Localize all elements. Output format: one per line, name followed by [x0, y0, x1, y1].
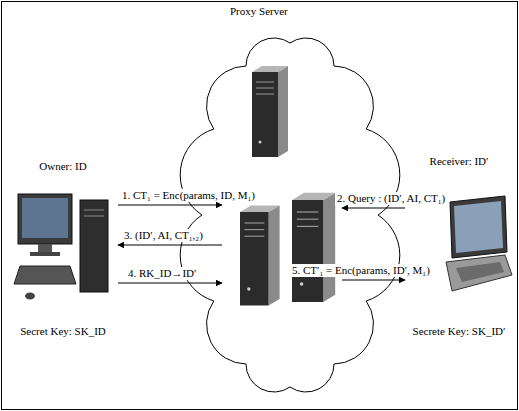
message-arrow — [118, 282, 222, 283]
laptop-computer — [446, 196, 512, 291]
client-node: Owner: ID Secret Key: SK_ID — [8, 160, 118, 338]
message-label: 1. CT₁ = Enc(params, ID, M₁) — [120, 189, 257, 202]
key-label: Secret Key: SK_ID — [18, 325, 108, 338]
server-icon — [292, 193, 335, 302]
message-arrow — [342, 279, 405, 280]
key-label: Secrete Key: SK_ID′ — [411, 325, 508, 338]
message-label: 5. CT′₁ = Enc(params, ID′, M₁) — [290, 264, 432, 277]
server-icon — [240, 205, 280, 305]
node-heading: Owner: ID — [37, 160, 88, 173]
message-arrow — [118, 244, 222, 245]
message-label: 2. Query : (ID′, AI, CT₁) — [335, 192, 447, 205]
cloud-outline — [180, 38, 400, 392]
message-label: 4. RK_ID→ID′ — [126, 267, 198, 280]
server-icon — [252, 66, 288, 157]
client-node: Receiver: ID′ Secrete Key: SK_ID′ — [405, 155, 513, 338]
message-arrow — [342, 207, 405, 208]
node-heading: Proxy Server — [228, 5, 290, 18]
message-label: 3. (ID′, AI, CT₁,₂) — [122, 229, 205, 242]
desktop-computer — [14, 194, 108, 300]
cloud-node: Proxy Server — [222, 5, 342, 397]
message-arrow — [118, 204, 222, 205]
node-heading: Receiver: ID′ — [428, 155, 491, 168]
